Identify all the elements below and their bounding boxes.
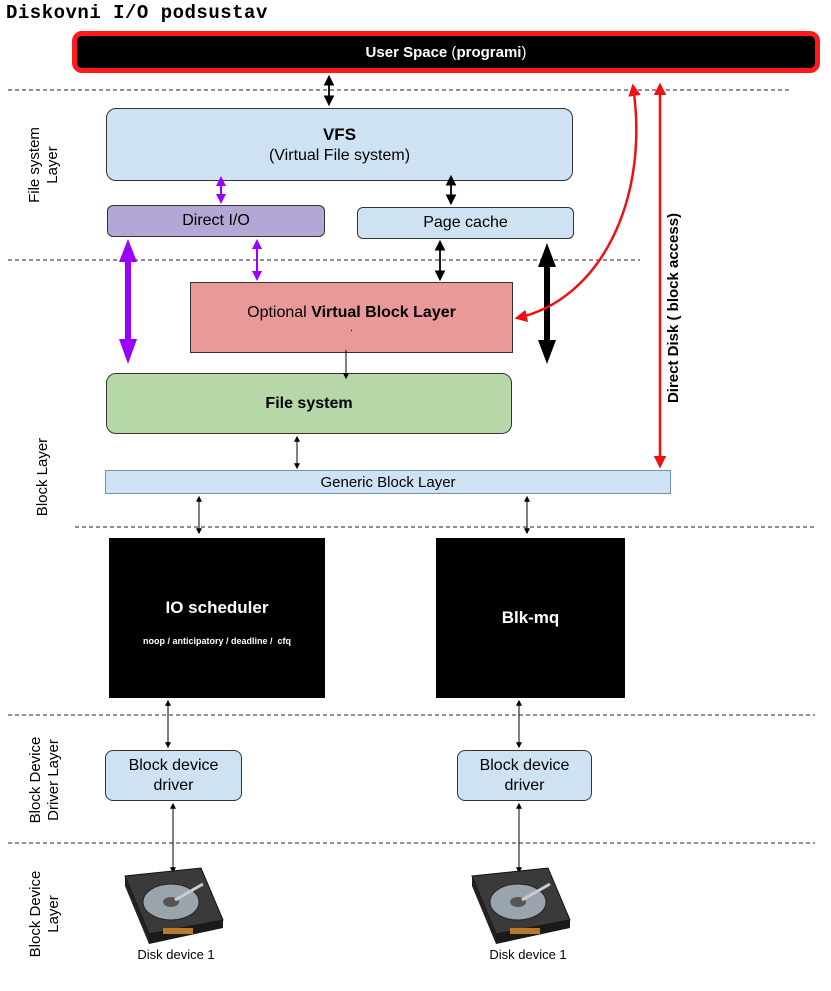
io-scheduler-title: IO scheduler [165, 598, 269, 617]
disk-device-label-1: Disk device 1 [137, 947, 215, 962]
file-system-label: File system [265, 394, 353, 412]
generic-block-layer-label: Generic Block Layer [320, 473, 456, 491]
block-device-driver-box-2: Block device driver [457, 750, 592, 801]
block-device-driver-line: driver [153, 776, 194, 794]
virtual-block-layer-label: Optional Virtual Block Layer [247, 304, 456, 322]
user-space-paren-open: ( [447, 43, 457, 61]
vbl-bold: Virtual Block Layer [311, 303, 456, 321]
blk-mq-box: Blk-mq [436, 538, 625, 698]
vfs-subtitle: (Virtual File system) [268, 146, 411, 164]
io-scheduler-subtitle: noop / anticipatory / deadline / cfq [142, 636, 292, 646]
file-system-box: File system [106, 373, 512, 434]
vfs-box: VFS (Virtual File system) [106, 108, 573, 181]
user-space-paren-close: ) [521, 43, 527, 61]
disk-device-label-2: Disk device 1 [489, 947, 567, 962]
vfs-title: VFS [322, 124, 357, 144]
hard-disk-icon [471, 867, 571, 944]
page-title: Diskovni I/O podsustav [6, 2, 268, 24]
block-device-driver-box-1: Block device driver [105, 750, 242, 801]
direct-io-box: Direct I/O [107, 205, 325, 237]
vbl-prefix: Optional [247, 303, 312, 321]
block-device-driver-line: Block device [128, 756, 219, 774]
direct-io-label: Direct I/O [182, 212, 250, 229]
user-space-programs: programi [456, 43, 522, 61]
block-device-driver-line: Block device [479, 756, 570, 774]
user-space-bar: User Space (programi) [72, 31, 820, 73]
user-space-label: User Space [365, 43, 448, 61]
arrow-user-vbl-direct [514, 83, 641, 322]
generic-block-layer-box: Generic Block Layer [105, 470, 671, 494]
page-cache-label: Page cache [423, 214, 508, 231]
blk-mq-label: Blk-mq [501, 608, 560, 627]
virtual-block-layer-box: Optional Virtual Block Layer . [190, 282, 513, 353]
io-scheduler-box: IO scheduler noop / anticipatory / deadl… [109, 538, 325, 698]
arrow-thick-purple [119, 239, 137, 364]
vbl-dot: . [350, 322, 353, 334]
block-device-driver-line: driver [504, 776, 545, 794]
hard-disk-icon [124, 867, 224, 944]
